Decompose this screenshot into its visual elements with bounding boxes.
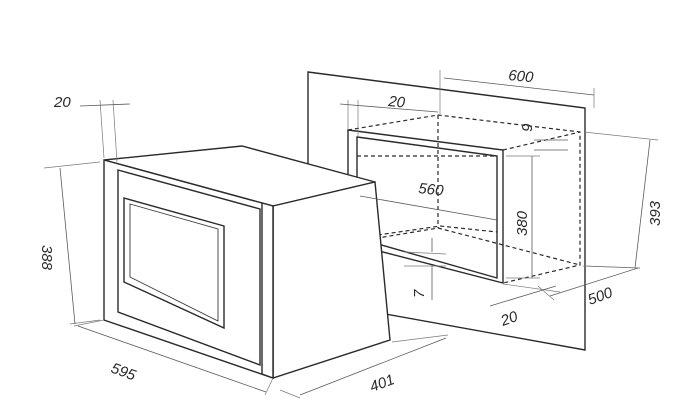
label-inner-width: 560 (418, 180, 445, 200)
label-front-offset: 20 (498, 308, 521, 330)
label-appliance-height: 388 (38, 245, 55, 271)
dim-outer-height: 393 (583, 131, 664, 269)
dim-appliance-height: 388 (38, 161, 101, 325)
label-outer-height: 393 (647, 200, 664, 226)
dim-door-thickness: 20 (53, 94, 131, 163)
dim-inner-height: 380 (506, 155, 540, 279)
label-appliance-depth: 401 (368, 371, 397, 396)
label-panel-width: 600 (508, 67, 535, 86)
label-niche-side-offset: 20 (387, 93, 407, 112)
dim-top-gap: 6 (518, 123, 568, 151)
microwave-appliance (103, 145, 391, 379)
label-bottom-offset: 7 (411, 289, 428, 298)
dim-bottom-offset: 7 (403, 238, 447, 300)
dim-inner-width: 560 (359, 180, 498, 221)
dim-front-offset: 20 (489, 283, 561, 330)
dim-niche-side-offset: 20 (339, 93, 439, 136)
label-inner-height: 380 (514, 210, 531, 236)
label-door-thickness: 20 (53, 94, 71, 111)
label-top-gap: 6 (518, 123, 535, 132)
label-niche-depth: 500 (586, 284, 616, 309)
label-appliance-width: 595 (109, 360, 139, 385)
dim-panel-width: 600 (439, 67, 595, 114)
